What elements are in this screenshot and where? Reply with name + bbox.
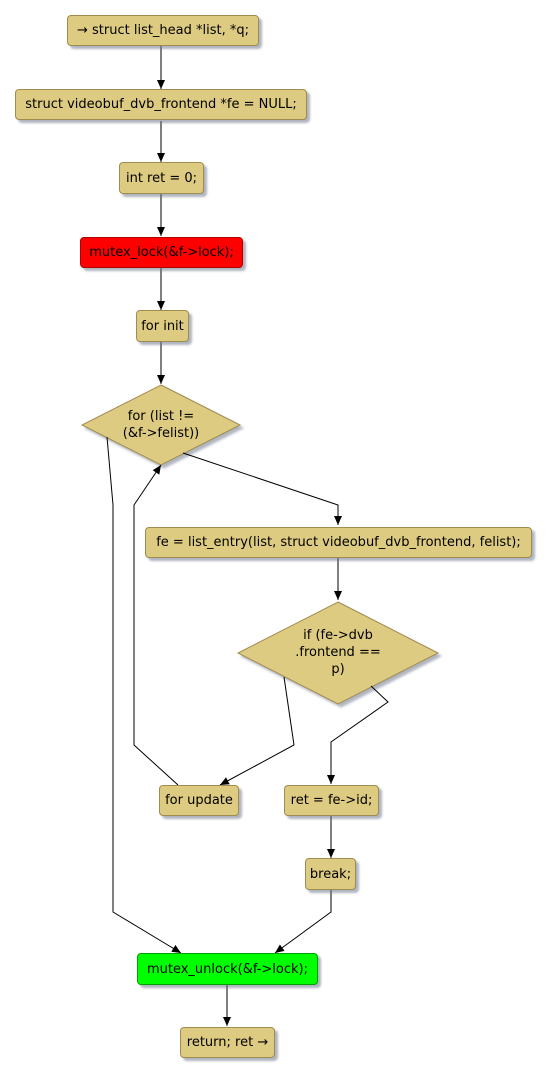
for-init-node: for init [136, 310, 189, 342]
start-node: → struct list_head *list, *q; [67, 15, 259, 46]
edge-if-to-for-update [219, 676, 295, 786]
decl-ret-node: int ret = 0; [119, 162, 204, 194]
decl-fe-node: struct videobuf_dvb_frontend *fe = NULL; [15, 89, 307, 120]
edge-if-to-assign-ret [327, 685, 389, 784]
list-entry-node: fe = list_entry(list, struct videobuf_dv… [145, 527, 532, 558]
break-node: break; [305, 858, 356, 890]
break-node-label: break; [309, 866, 352, 882]
edge-for-update-to-for-cond [133, 464, 179, 786]
mutex-unlock-node-label: mutex_unlock(&f->lock); [146, 961, 309, 977]
assign-ret-node-label: ret = fe->id; [290, 793, 373, 808]
edge-for-cond-to-list-entry [182, 452, 342, 525]
if-condition-line-1: if (fe->dvb [303, 628, 373, 643]
assign-ret-node: ret = fe->id; [284, 785, 379, 816]
for-condition-label: for (list != (&f->felist)) [101, 408, 221, 442]
for-update-node-label: for update [165, 793, 233, 808]
decl-fe-node-label: struct videobuf_dvb_frontend *fe = NULL; [25, 97, 297, 112]
for-update-node: for update [159, 785, 239, 816]
list-entry-node-label: fe = list_entry(list, struct videobuf_dv… [156, 535, 521, 550]
start-node-label: → struct list_head *list, *q; [76, 23, 250, 38]
if-condition-diamond [236, 601, 440, 705]
for-condition-line-1: for (list != [127, 409, 195, 424]
return-node-label: return; ret → [186, 1035, 269, 1050]
if-condition-label: if (fe->dvb .frontend == p) [278, 627, 398, 678]
mutex-lock-node: mutex_lock(&f->lock); [80, 237, 243, 268]
mutex-lock-node-label: mutex_lock(&f->lock); [89, 245, 234, 260]
for-init-node-label: for init [141, 318, 184, 334]
if-condition-line-3: p) [331, 662, 345, 677]
decl-ret-node-label: int ret = 0; [125, 170, 198, 186]
return-node: return; ret → [180, 1027, 275, 1058]
edge-break-to-unlock [274, 890, 332, 954]
mutex-unlock-node: mutex_unlock(&f->lock); [137, 953, 318, 985]
for-condition-line-2: (&f->felist)) [122, 426, 200, 441]
edge-for-cond-to-unlock [106, 436, 182, 954]
if-condition-line-2: .frontend == [295, 645, 381, 660]
